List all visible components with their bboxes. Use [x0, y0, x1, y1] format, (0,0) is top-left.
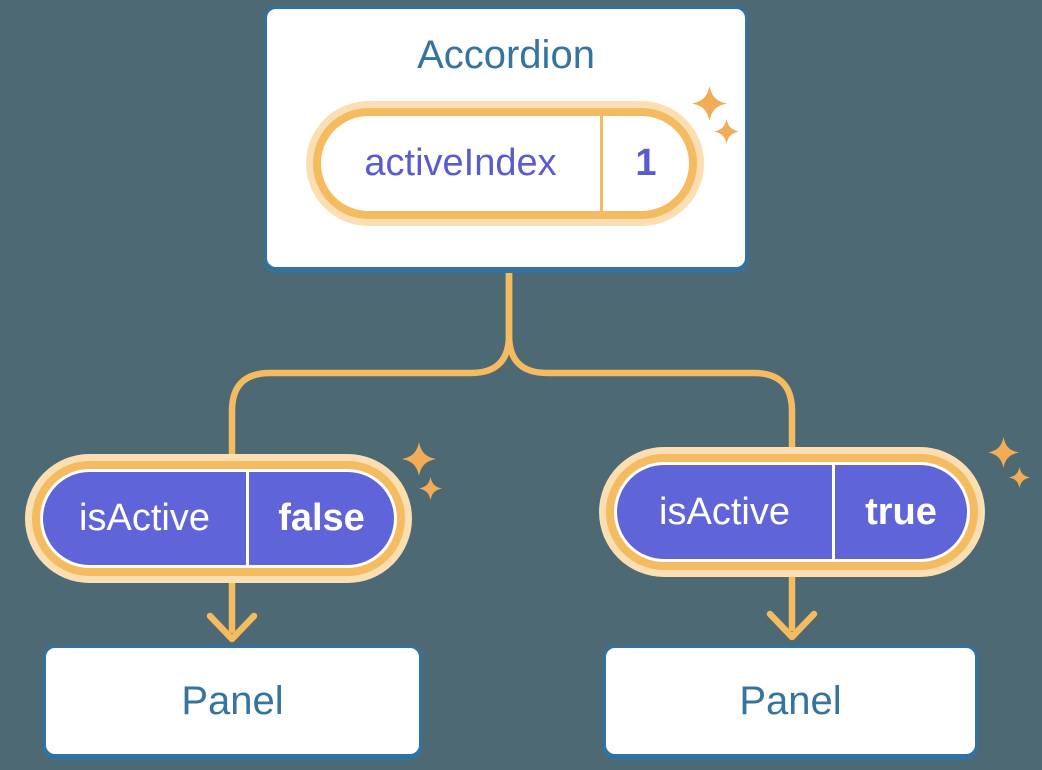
sparkle-icon: [714, 119, 739, 144]
right-prop-pill-inner: isActive true: [617, 465, 967, 559]
right-prop-value: true: [835, 465, 967, 559]
accordion-title: Accordion: [417, 33, 595, 77]
left-prop-pill-inner: isActive false: [43, 472, 394, 565]
left-prop-name: isActive: [43, 472, 246, 565]
left-panel-box: Panel: [43, 645, 422, 757]
sparkle-icon: [988, 437, 1019, 468]
arrowhead-left: [206, 612, 258, 643]
state-name: activeIndex: [364, 142, 557, 184]
right-panel-label: Panel: [739, 678, 842, 723]
state-pill: activeIndex 1: [313, 108, 697, 219]
sparkle-icon: [402, 442, 436, 476]
sparkle-icon: [419, 477, 442, 500]
left-panel-label: Panel: [181, 678, 284, 723]
sparkle-icon: [692, 86, 727, 121]
state-pill-divider: [600, 116, 603, 211]
sparkle-icon: [1009, 467, 1030, 488]
right-prop-pill: isActive true: [606, 454, 978, 570]
arrowhead-right: [766, 610, 818, 641]
right-prop-name: isActive: [617, 465, 832, 559]
connector-left-branch: [228, 268, 513, 634]
left-prop-pill: isActive false: [32, 461, 405, 576]
state-value: 1: [635, 142, 657, 184]
connector-right-branch: [505, 268, 796, 632]
right-panel-box: Panel: [603, 645, 978, 757]
left-prop-value: false: [249, 472, 394, 565]
accordion-component-box: Accordion activeIndex 1: [264, 6, 748, 270]
